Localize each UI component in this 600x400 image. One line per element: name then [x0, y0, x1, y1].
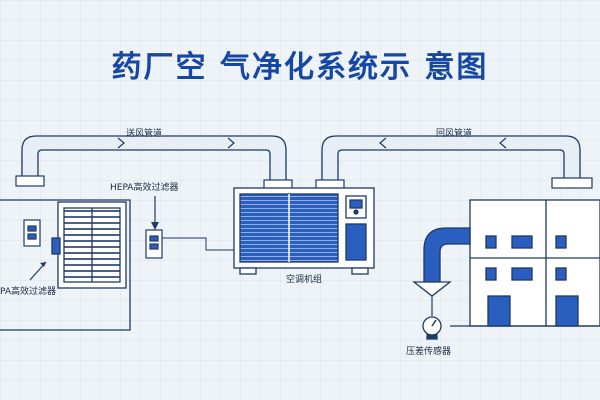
return-arrow-1 — [379, 137, 387, 149]
hepa-pointer-arrowhead — [151, 222, 159, 230]
hepa-filter-left-label: PA高效过滤器 — [0, 287, 57, 297]
left-label-arrowhead — [40, 262, 46, 267]
supply-duct — [21, 135, 287, 183]
hepa-filter-right-box — [145, 229, 163, 259]
pressure-gauge-icon — [422, 316, 442, 340]
return-duct — [321, 135, 581, 183]
ac-unit — [233, 187, 375, 275]
hepa-filter-left — [51, 201, 127, 289]
signal-wire — [162, 237, 234, 251]
hepa-filter-right-label: HEPA高效过滤器 — [110, 183, 179, 193]
left-room — [0, 199, 131, 331]
exhaust-elbow-duct — [412, 227, 471, 297]
ac-unit-label: 空调机组 — [286, 275, 323, 285]
return-arrow-2 — [499, 137, 507, 149]
supply-arrow-2 — [227, 137, 235, 149]
return-duct-label: 回风管道 — [436, 129, 473, 139]
pressure-sensor-label: 压差传感器 — [406, 347, 452, 357]
supply-arrow-1 — [117, 137, 125, 149]
supply-duct-label: 送风管道 — [126, 129, 163, 139]
left-filter-control-box — [23, 219, 41, 247]
page-title: 药厂空 气净化系统示 意图 — [111, 50, 489, 85]
cleanroom-building — [469, 199, 600, 327]
